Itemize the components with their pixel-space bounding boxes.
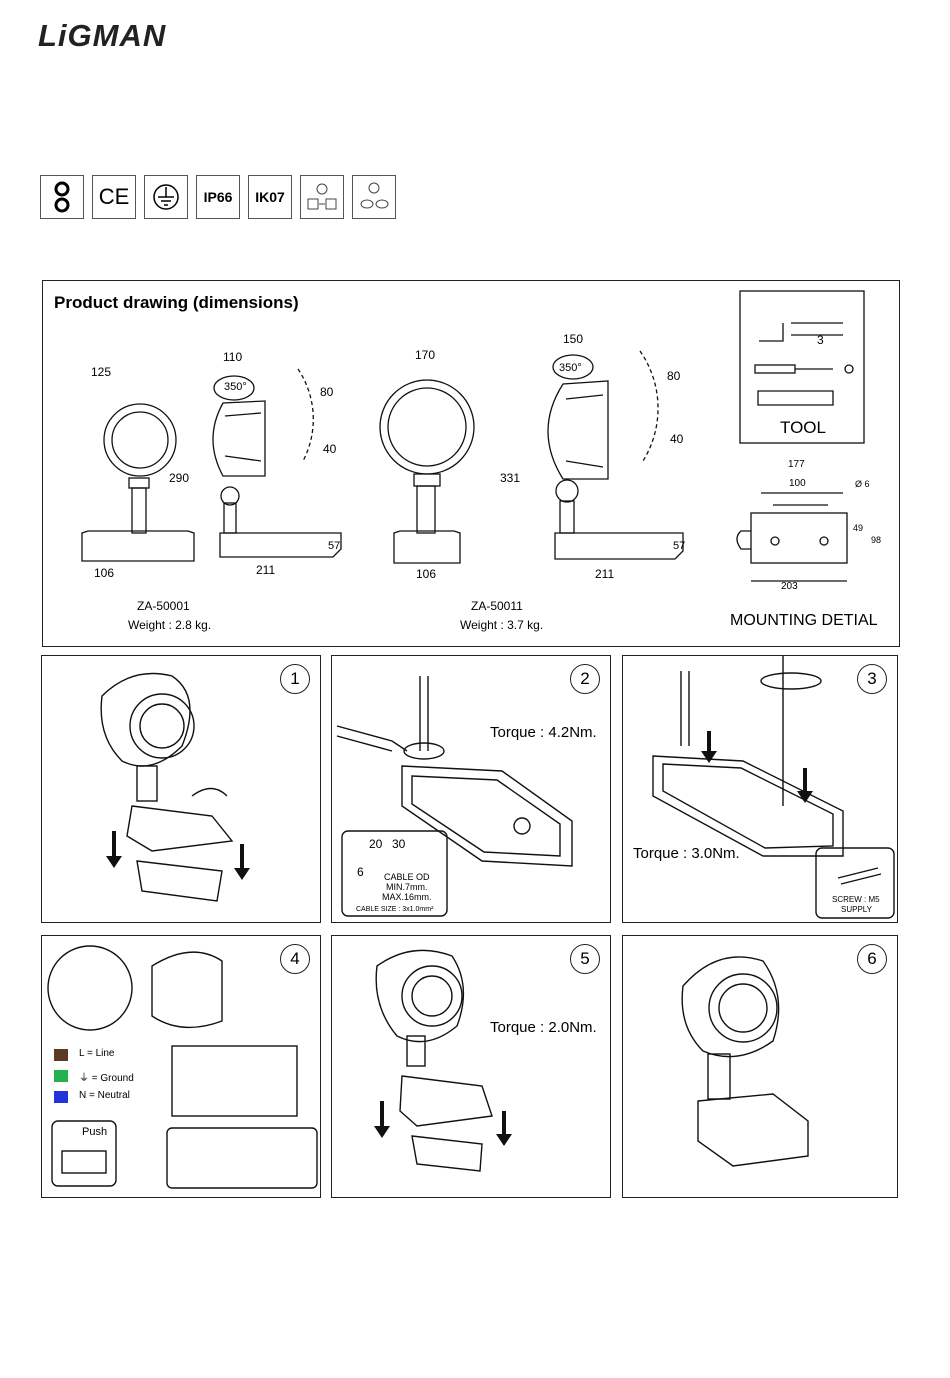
- tool-label: TOOL: [780, 418, 826, 437]
- weight-large: Weight : 3.7 kg.: [460, 618, 544, 632]
- drawing-lines: [81, 290, 865, 582]
- dim-base-height: 57: [328, 540, 341, 552]
- torque-label: Torque : 2.0Nm.: [490, 1019, 597, 1036]
- screw-spec: SCREW : M5: [832, 895, 880, 904]
- dim-height: 290: [169, 471, 190, 485]
- dim-base-length: 211: [595, 567, 615, 581]
- step-1-illustration: [100, 672, 250, 902]
- step-3-illustration: [652, 656, 895, 919]
- lamp-replace-icon: [352, 175, 396, 219]
- dim-mount-h-outer: 98: [871, 535, 882, 545]
- step-4-panel: 4 L = Line ⏚ = Ground N = Neutral Push: [41, 935, 321, 1198]
- step-number: 1: [280, 664, 310, 694]
- model-large: ZA-50011: [471, 599, 523, 613]
- dim-hex-key: 3: [817, 333, 824, 347]
- strip-length-1: 20: [369, 837, 383, 851]
- cable-size: CABLE SIZE : 3x1.0mm²: [356, 906, 434, 913]
- step-4-illustration: [47, 945, 318, 1189]
- earth-ground-icon: ⏚: [79, 1073, 92, 1084]
- step-2-panel: 2 Torque : 4.2Nm. 20 30 6 CABLE OD MIN.7…: [331, 655, 611, 923]
- step-5-panel: 5 Torque : 2.0Nm.: [331, 935, 611, 1198]
- dim-tilt-up: 80: [320, 385, 334, 399]
- dim-tilt-down: 40: [670, 432, 684, 446]
- dim-tilt-up: 80: [667, 369, 681, 383]
- dim-mount-outer: 177: [788, 459, 805, 470]
- line-color-swatch: [54, 1049, 68, 1061]
- class-ii-icon: [40, 175, 84, 219]
- cable-od-min: MIN.7mm.: [386, 882, 428, 892]
- ground-color-swatch: [54, 1070, 68, 1082]
- weight-small: Weight : 2.8 kg.: [128, 618, 212, 632]
- cable-od-label: CABLE OD: [384, 872, 430, 882]
- dim-height: 331: [500, 471, 521, 485]
- dim-rotation: 350°: [224, 381, 247, 393]
- legend-neutral: N = Neutral: [79, 1090, 130, 1101]
- step-6-illustration: [681, 956, 809, 1167]
- torque-label: Torque : 3.0Nm.: [633, 845, 740, 862]
- product-drawing-panel: Product drawing (dimensions): [42, 280, 900, 647]
- dim-hole: Ø 6: [855, 479, 870, 489]
- ip-rating-badge: IP66: [196, 175, 240, 219]
- step-number: 4: [280, 944, 310, 974]
- dim-tilt-down: 40: [323, 442, 337, 456]
- dim-mount-length: 203: [781, 581, 798, 592]
- dim-base-length: 211: [256, 563, 276, 577]
- step-5-illustration: [374, 949, 512, 1172]
- dim-base-width: 106: [416, 567, 437, 581]
- mounting-label: MOUNTING DETIAL: [730, 612, 878, 629]
- strip-length-2: 30: [392, 837, 406, 851]
- earth-ground-icon: [144, 175, 188, 219]
- lamp-replace-icon: [300, 175, 344, 219]
- step-number: 5: [570, 944, 600, 974]
- step-6-panel: 6: [622, 935, 898, 1198]
- legend-ground: ⏚ = Ground: [79, 1073, 134, 1084]
- cable-od-max: MAX.16mm.: [382, 892, 432, 902]
- ce-mark-icon: CE: [92, 175, 136, 219]
- step-number: 3: [857, 664, 887, 694]
- step-number: 2: [570, 664, 600, 694]
- screw-supply: SUPPLY: [841, 905, 872, 914]
- model-small: ZA-50001: [137, 599, 190, 613]
- legend-line: L = Line: [79, 1048, 115, 1059]
- dim-rotation: 350°: [559, 362, 582, 374]
- ik-rating-badge: IK07: [248, 175, 292, 219]
- dim-depth: 110: [223, 350, 243, 364]
- push-label: Push: [82, 1126, 108, 1138]
- dim-head-width: 170: [415, 348, 436, 362]
- step-number: 6: [857, 944, 887, 974]
- torque-label: Torque : 4.2Nm.: [490, 724, 597, 741]
- dim-mount-inner: 100: [789, 478, 806, 489]
- step-1-panel: 1: [41, 655, 321, 923]
- dim-head-width: 125: [91, 365, 112, 379]
- drawing-title: Product drawing (dimensions): [54, 293, 299, 312]
- dim-base-width: 106: [94, 566, 115, 580]
- step-2-illustration: [336, 676, 573, 917]
- dim-mount-h-inner: 49: [853, 523, 864, 533]
- step-3-panel: 3 Torque : 3.0Nm. SCREW : M5 SUPPLY: [622, 655, 898, 923]
- neutral-color-swatch: [54, 1091, 68, 1103]
- ligman-logo: LiGMAN: [38, 18, 167, 53]
- strip-length-3: 6: [357, 865, 364, 879]
- dim-depth: 150: [563, 332, 584, 346]
- dim-base-height: 57: [673, 540, 686, 552]
